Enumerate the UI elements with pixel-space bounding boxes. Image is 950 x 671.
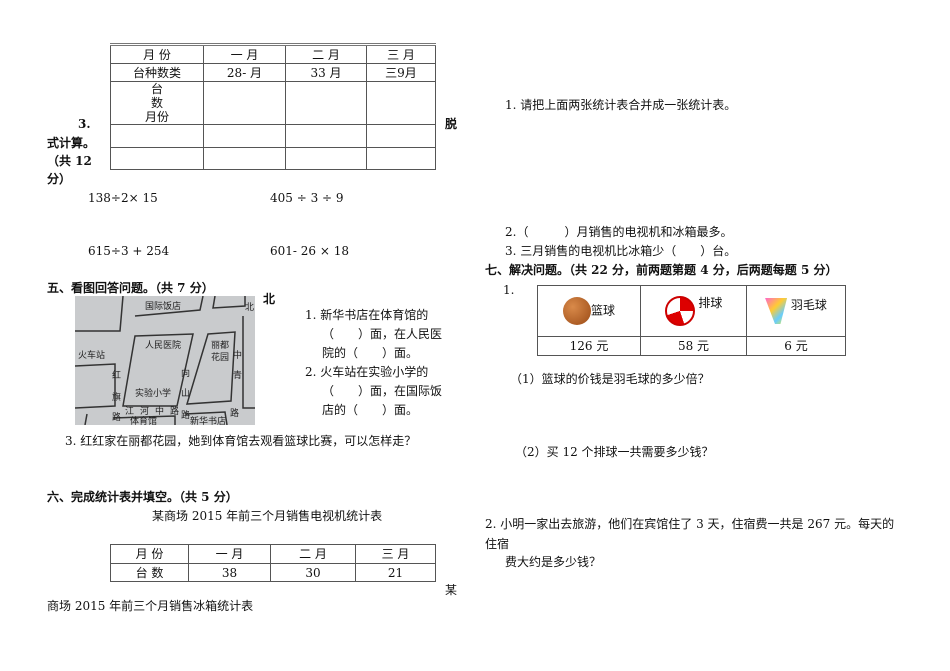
svg-text:体育馆: 体育馆 xyxy=(130,415,157,425)
cell: 月 份 xyxy=(110,44,204,64)
question-3: 3. 红红家在丽都花园，她到体育馆去观看篮球比赛，可以怎样走？ xyxy=(65,434,417,448)
question: 2. 小明一家出去旅游，他们在宾馆住了 3 天，住宿费一共是 267 元。每天的 xyxy=(485,517,895,531)
svg-text:向: 向 xyxy=(181,367,190,379)
cell: 台种数类 xyxy=(110,63,204,82)
svg-text:路: 路 xyxy=(170,405,179,417)
cell: 28- 月 xyxy=(203,63,286,82)
svg-text:旗: 旗 xyxy=(112,391,121,403)
svg-text:火车站: 火车站 xyxy=(78,349,105,361)
cell: 三 月 xyxy=(366,44,436,64)
svg-text:河: 河 xyxy=(140,405,149,417)
svg-text:路: 路 xyxy=(112,411,121,423)
section-heading: 五、看图回答问题。（共 7 分） xyxy=(47,281,214,295)
calc-problem: 405 ÷ 3 ÷ 9 xyxy=(270,191,344,205)
calc-problem: 615÷3 + 254 xyxy=(88,244,170,258)
problem-number: 1. xyxy=(503,283,515,297)
item-basketball: 篮球 xyxy=(537,285,641,337)
svg-text:中: 中 xyxy=(233,349,242,361)
svg-text:江: 江 xyxy=(125,406,134,417)
cell: 33 月 xyxy=(285,63,367,82)
svg-text:人民医院: 人民医院 xyxy=(145,339,181,351)
section-heading: 式计算。 xyxy=(47,136,96,150)
basketball-icon xyxy=(562,297,591,325)
volleyball-icon xyxy=(664,296,695,326)
table-title: 商场 2015 年前三个月销售冰箱统计表 xyxy=(47,599,254,613)
svg-text:新华书店: 新华书店 xyxy=(190,415,226,425)
item-shuttlecock: 羽毛球 xyxy=(746,285,846,337)
svg-text:丽都: 丽都 xyxy=(211,340,229,351)
section-heading: 七、解决问题。（共 22 分，前两题第题 4 分，后两题每题 5 分） xyxy=(485,263,838,277)
svg-text:山: 山 xyxy=(181,388,190,399)
svg-text:实验小学: 实验小学 xyxy=(135,387,171,399)
cell: 一 月 xyxy=(203,44,286,64)
section-heading: 六、完成统计表并填空。（共 5 分） xyxy=(47,490,238,504)
svg-text:路: 路 xyxy=(230,407,239,419)
calc-problem: 138÷2× 15 xyxy=(88,191,158,205)
cell: 台数月份 xyxy=(110,81,204,125)
question: （1）篮球的价钱是羽毛球的多少倍？ xyxy=(510,372,710,386)
svg-text:花园: 花园 xyxy=(211,351,229,363)
section-heading: 脱 xyxy=(445,117,458,131)
svg-text:中: 中 xyxy=(155,405,164,417)
svg-text:路: 路 xyxy=(181,409,190,421)
question: 住宿 xyxy=(485,537,510,551)
svg-text:国际饭店: 国际饭店 xyxy=(145,300,181,312)
svg-text:北: 北 xyxy=(245,302,254,313)
question-1: 1. 新华书店在体育馆的（ ）面，在人民医院的（ ）面。 xyxy=(305,308,443,360)
section-number: 3. xyxy=(78,117,91,131)
table-title: 某 xyxy=(445,583,458,597)
question-2: 2. 火车站在实验小学的（ ）面，在国际饭店的（ ）面。 xyxy=(305,365,443,417)
svg-text:青: 青 xyxy=(233,369,242,381)
item-volleyball: 排球 xyxy=(640,285,747,337)
section-heading: （共 12 xyxy=(47,154,92,168)
question: （2）买 12 个排球一共需要多少钱？ xyxy=(515,445,714,459)
cell: 二 月 xyxy=(285,44,367,64)
question: 2.（ ）月销售的电视机和冰箱最多。 xyxy=(505,225,733,239)
question: 1. 请把上面两张统计表合并成一张统计表。 xyxy=(505,98,737,112)
question: 费大约是多少钱？ xyxy=(505,555,602,569)
north-label: 北 xyxy=(263,292,276,306)
table-title: 某商场 2015 年前三个月销售电视机统计表 xyxy=(152,509,383,523)
cell: 三9月 xyxy=(366,63,436,82)
svg-text:红: 红 xyxy=(112,369,121,381)
question: 3. 三月销售的电视机比冰箱少（ ）台。 xyxy=(505,244,737,258)
street-map-image: 国际饭店 人民医院 丽都 花园 火车站 红 旗 路 实验小学 向 山 路 中 青… xyxy=(74,295,255,427)
shuttlecock-icon xyxy=(765,298,788,324)
section-heading: 分） xyxy=(47,172,72,186)
calc-problem: 601- 26 × 18 xyxy=(270,244,349,258)
